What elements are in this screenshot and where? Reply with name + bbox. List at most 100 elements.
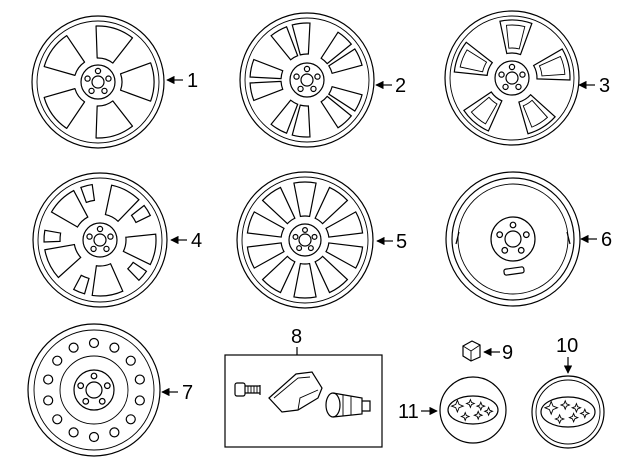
- wheel-2[interactable]: 2: [239, 12, 406, 148]
- alloy-wheel-y-spoke-icon: [32, 172, 168, 308]
- spoke-opening: [453, 41, 494, 77]
- emblem-star: [465, 398, 476, 409]
- lug-hole: [82, 397, 90, 405]
- callout-3: 3: [599, 75, 610, 97]
- spoke-opening: [320, 31, 353, 65]
- spoke-opening: [499, 19, 533, 56]
- emblem-star: [460, 411, 471, 422]
- lug-hole: [94, 67, 102, 75]
- emblem-star: [450, 399, 465, 414]
- lug-hole: [84, 75, 91, 82]
- lug-hole: [311, 233, 318, 240]
- center-cap-icon: [439, 376, 507, 444]
- wheel-3[interactable]: 3: [444, 10, 610, 146]
- callout-1: 1: [187, 70, 198, 92]
- vent-hole: [52, 414, 63, 425]
- lug-hole: [77, 382, 85, 390]
- spoke-opening-inner: [538, 55, 566, 77]
- center-cap-11[interactable]: 11: [398, 376, 507, 444]
- alloy-wheel-twisted-spoke-icon: [444, 10, 580, 146]
- lug-hole: [88, 87, 95, 95]
- emblem-star: [579, 407, 591, 419]
- vent-hole: [43, 395, 54, 406]
- vent-hole: [125, 414, 136, 425]
- callout-11: 11: [398, 401, 419, 423]
- lug-hole: [509, 221, 517, 229]
- spoke-opening: [104, 184, 140, 223]
- kit-box: [224, 354, 383, 448]
- callout-5: 5: [396, 231, 407, 253]
- spoke-opening: [50, 189, 89, 228]
- lug-hole: [107, 233, 114, 240]
- steel-wheel-icon: [27, 323, 161, 457]
- spoke-opening-inner: [505, 24, 526, 50]
- wheel-4[interactable]: 4: [32, 172, 202, 308]
- spoke-opening-inner: [470, 96, 498, 125]
- spare-wheel-icon: [445, 171, 581, 307]
- tpms-kit[interactable]: 8: [224, 326, 383, 448]
- spoke-opening: [95, 25, 134, 64]
- emblem-star: [568, 412, 580, 424]
- lug-nut[interactable]: 9: [462, 340, 513, 364]
- spoke-opening-small: [43, 229, 62, 243]
- lug-hole: [310, 85, 317, 93]
- lug-hole: [90, 372, 98, 380]
- vent-hole: [68, 342, 79, 353]
- callout-6: 6: [601, 229, 612, 251]
- spoke-opening: [246, 211, 285, 238]
- callout-2: 2: [395, 75, 406, 97]
- lug-hole: [519, 71, 526, 78]
- spoke-opening: [44, 243, 82, 279]
- spoke-opening: [43, 34, 86, 76]
- lug-hole: [101, 87, 108, 95]
- center-cap-10[interactable]: 10: [531, 335, 605, 449]
- spoke-opening: [325, 211, 364, 238]
- spoke-opening: [532, 48, 571, 81]
- lug-hole: [502, 83, 509, 91]
- spoke-opening: [249, 58, 284, 80]
- lug-hole: [292, 233, 299, 240]
- vent-hole: [88, 431, 100, 443]
- spoke-opening: [325, 242, 364, 269]
- spoke-opening: [463, 91, 503, 132]
- emblem-star: [543, 400, 559, 416]
- callout-10: 10: [556, 335, 578, 357]
- spoke-opening: [119, 62, 155, 102]
- callout-9: 9: [502, 342, 513, 364]
- vent-hole: [134, 395, 145, 406]
- spoke-opening: [293, 181, 317, 218]
- spoke-opening: [327, 85, 363, 112]
- emblem-star: [570, 402, 582, 414]
- lug-hole: [296, 245, 303, 252]
- spoke-opening-small: [80, 183, 96, 204]
- lug-hole: [303, 65, 311, 73]
- spoke-opening-small: [72, 274, 90, 295]
- vent-hole: [68, 427, 79, 438]
- emblem-star: [483, 406, 494, 417]
- wheel-7[interactable]: 7: [27, 323, 193, 457]
- vent-hole: [109, 342, 120, 353]
- vent-hole: [134, 374, 145, 385]
- spoke-opening: [270, 99, 299, 134]
- lug-hole: [314, 73, 321, 80]
- emblem-star: [475, 400, 486, 412]
- alloy-wheel-5-spoke-icon: [31, 15, 165, 149]
- callout-8: 8: [291, 326, 302, 348]
- alloy-wheel-split-spoke-icon: [239, 12, 375, 148]
- lug-hole: [103, 382, 111, 390]
- spoke-opening: [43, 88, 86, 130]
- lug-hole: [90, 245, 97, 253]
- lug-hole: [515, 83, 522, 91]
- wheel-1[interactable]: 1: [31, 15, 198, 149]
- wheel-6[interactable]: 6: [445, 171, 612, 307]
- lug-hole: [96, 225, 104, 233]
- lug-hole: [103, 245, 110, 253]
- spoke-opening: [327, 48, 363, 75]
- tpms-sensor-kit-icon: [234, 371, 371, 418]
- spoke-opening: [91, 262, 124, 297]
- spoke-opening: [261, 255, 296, 294]
- lug-hole: [498, 71, 505, 78]
- wheel-5[interactable]: 5: [236, 171, 407, 309]
- center-cap-icon: [531, 375, 605, 449]
- spoke-opening-inner: [459, 49, 488, 73]
